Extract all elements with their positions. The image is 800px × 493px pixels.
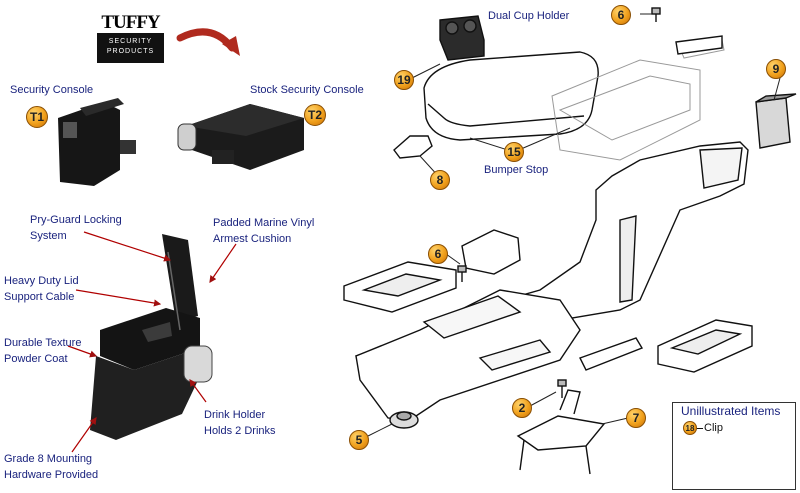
legend-item-label: Clip [704, 422, 723, 434]
stock-security-console-photo [177, 104, 304, 170]
label-pry-guard-1: Pry-Guard Locking [30, 214, 122, 226]
legend-badge-18: 18 [683, 421, 697, 435]
label-drink-1: Drink Holder [204, 409, 266, 421]
label-dual-cup-holder: Dual Cup Holder [488, 10, 570, 22]
badge-9[interactable]: 9 [766, 59, 786, 79]
label-grade8-1: Grade 8 Mounting [4, 453, 93, 465]
legend-title: Unillustrated Items [681, 404, 781, 418]
label-heavy-duty-2: Support Cable [4, 291, 75, 303]
label-drink-2: Holds 2 Drinks [204, 425, 276, 437]
badge-8[interactable]: 8 [430, 170, 450, 190]
badge-6-mid[interactable]: 6 [428, 244, 448, 264]
badge-15[interactable]: 15 [504, 142, 524, 162]
badge-6-top[interactable]: 6 [611, 5, 631, 25]
logo-subtitle: SECURITY PRODUCTS [97, 33, 164, 63]
label-padded-1: Padded Marine Vinyl [213, 217, 315, 229]
logo-line1: SECURITY [108, 38, 153, 45]
badge-t1[interactable]: T1 [26, 106, 48, 128]
left-leader-lines [67, 231, 237, 453]
badge-5[interactable]: 5 [349, 430, 369, 450]
legend-item-clip[interactable]: 18 Clip [683, 421, 723, 435]
transition-arrow-icon [176, 28, 240, 56]
label-grade8-2: Hardware Provided [4, 469, 99, 481]
badge-19[interactable]: 19 [394, 70, 414, 90]
label-stock-security-console: Stock Security Console [250, 84, 364, 96]
unillustrated-items-box: Unillustrated Items 18 Clip [672, 402, 796, 490]
label-pry-guard-2: System [30, 230, 67, 242]
label-durable-2: Powder Coat [4, 353, 68, 365]
label-bumper-stop: Bumper Stop [484, 164, 549, 176]
label-security-console: Security Console [10, 84, 94, 96]
label-padded-2: Armest Cushion [213, 233, 292, 245]
exploded-view [343, 7, 797, 475]
logo-brand: TUFFY [97, 13, 164, 33]
label-heavy-duty-1: Heavy Duty Lid [4, 275, 79, 287]
security-console-photo [58, 98, 136, 186]
label-durable-1: Durable Texture [4, 337, 82, 349]
badge-2[interactable]: 2 [512, 398, 532, 418]
logo-line2: PRODUCTS [106, 48, 155, 55]
tuffy-logo: TUFFY SECURITY PRODUCTS [97, 13, 164, 63]
badge-7[interactable]: 7 [626, 408, 646, 428]
badge-t2[interactable]: T2 [304, 104, 326, 126]
open-console-photo [90, 234, 213, 440]
legend-dash [697, 427, 703, 429]
